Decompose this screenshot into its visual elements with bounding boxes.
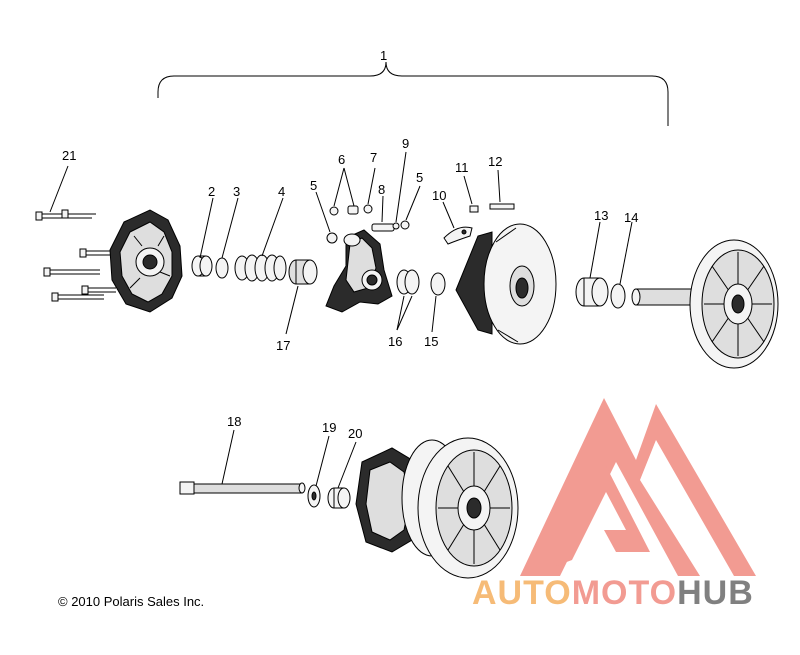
callout-17: 17	[276, 338, 290, 353]
callout-15: 15	[424, 334, 438, 349]
part-15-ring	[430, 272, 446, 296]
callout-16: 16	[388, 334, 402, 349]
callout-6: 6	[338, 152, 345, 167]
leader-lines-bottom	[221, 429, 357, 489]
part-13-bushing	[575, 277, 609, 307]
assembly-bracket	[157, 61, 669, 126]
watermark-moto: MOTO	[572, 574, 677, 612]
callout-7: 7	[370, 150, 377, 165]
watermark-logo: AUTOMOTOHUB	[472, 398, 756, 612]
callout-14: 14	[624, 210, 638, 225]
watermark-inner-mark	[556, 466, 650, 566]
part-4-spring	[234, 254, 287, 282]
svg-text:AUTOMOTOHUB: AUTOMOTOHUB	[472, 574, 754, 612]
part-2-bushing	[191, 255, 213, 277]
callout-20: 20	[348, 426, 362, 441]
callout-5-left: 5	[310, 178, 317, 193]
callout-8: 8	[378, 182, 385, 197]
watermark-auto: AUTO	[472, 574, 572, 612]
callout-3: 3	[233, 184, 240, 199]
callout-13: 13	[594, 208, 608, 223]
callout-5-right: 5	[416, 170, 423, 185]
part-3-ring	[215, 257, 229, 279]
bolts-21	[35, 209, 116, 302]
leader-lines-top	[49, 151, 633, 335]
callout-18: 18	[227, 414, 241, 429]
movable-sheave	[455, 223, 557, 345]
callout-11: 11	[455, 160, 469, 175]
callout-19: 19	[322, 420, 336, 435]
callout-numbers: 1 21 2 3 4 5 6 7 8 9 5 10 11 12 13 14 17…	[62, 48, 638, 441]
callout-9: 9	[402, 136, 409, 151]
callout-10: 10	[432, 188, 446, 203]
callout-21: 21	[62, 148, 76, 163]
copyright-notice: © 2010 Polaris Sales Inc.	[58, 594, 204, 609]
part-17-bushing	[288, 259, 318, 285]
callout-2: 2	[208, 184, 215, 199]
callout-1: 1	[380, 48, 387, 63]
fixed-sheave	[631, 239, 779, 369]
callout-12: 12	[488, 154, 502, 169]
callout-4: 4	[278, 184, 285, 199]
part-14-ring	[610, 283, 626, 309]
clutch-cover	[109, 209, 183, 313]
clutch-spider	[325, 229, 393, 313]
watermark-hub: HUB	[677, 574, 754, 612]
small-parts-5-to-9	[326, 204, 410, 244]
assembled-clutch	[179, 437, 519, 579]
part-16-rings	[396, 269, 420, 295]
parts-10-11-12	[443, 203, 515, 245]
